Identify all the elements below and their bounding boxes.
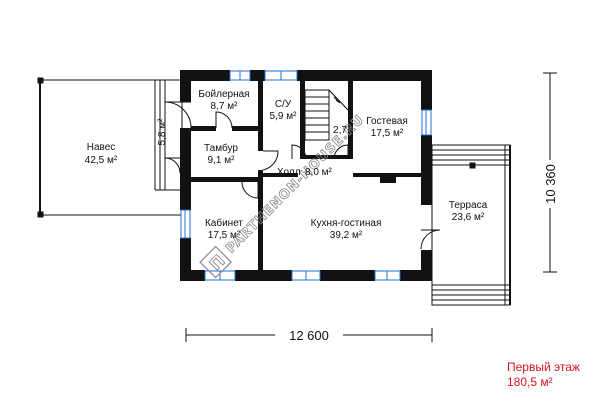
terrace-name: Терраса (449, 200, 488, 211)
office-name: Кабинет (205, 217, 243, 229)
dimension-lines (185, 72, 557, 342)
terrace-area: 23,6 м² (452, 212, 485, 223)
guest-room-name: Гостевая (366, 116, 408, 127)
height-dimension-label: 10 360 (543, 164, 558, 204)
hall-area: 8,0 м² (305, 167, 333, 178)
floor-total-area: 180,5 м² (507, 375, 553, 389)
tambur-area: 9,1 м² (208, 155, 236, 166)
kitchen-living-area: 39,2 м² (330, 230, 363, 241)
tambur-name: Тамбур (204, 142, 238, 154)
boiler-room-area: 8,7 м² (211, 101, 239, 112)
windows (180, 70, 432, 281)
floor-name: Первый этаж (507, 360, 580, 374)
room-labels: Навес 42,5 м² Бойлерная 8,7 м² С/У 5,9 м… (85, 89, 488, 241)
bathroom-area: 5,9 м² (270, 111, 298, 122)
exterior-walls (180, 70, 432, 281)
terrace-structure (431, 144, 511, 306)
boiler-room-name: Бойлерная (198, 89, 249, 100)
canopy-name: Навес (87, 142, 116, 153)
vestibule-area: 5,8 м² (157, 118, 168, 146)
staircase (304, 89, 349, 141)
office-area: 17,5 м² (208, 230, 241, 241)
canopy-area: 42,5 м² (85, 155, 118, 166)
width-dimension-label: 12 600 (289, 328, 329, 343)
guest-room-area: 17,5 м² (371, 128, 404, 139)
interior-walls (191, 81, 421, 270)
hall-name: Холл (277, 167, 301, 178)
doors (164, 101, 441, 250)
bathroom-name: С/У (275, 99, 292, 110)
kitchen-living-name: Кухня-гостиная (311, 218, 382, 229)
stair-area: 2,7 (333, 125, 347, 136)
